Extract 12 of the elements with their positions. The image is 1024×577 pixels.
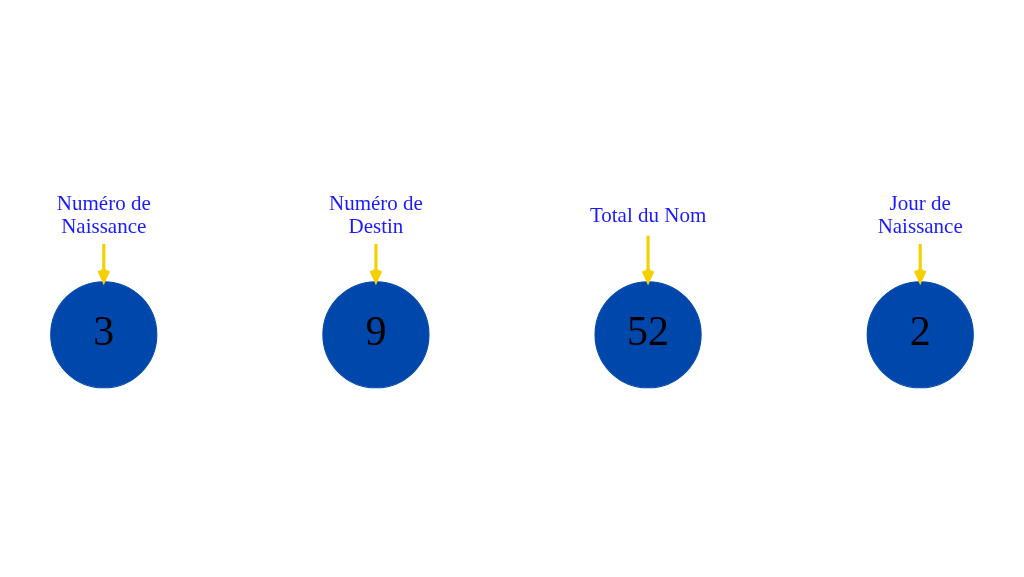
arrow xyxy=(369,243,383,283)
node-circle: 52 xyxy=(594,281,702,389)
node-circle: 2 xyxy=(866,281,974,389)
node-circle: 3 xyxy=(50,281,158,389)
arrow xyxy=(913,243,927,283)
arrow xyxy=(97,243,111,283)
node-text: Numéro de Naissance xyxy=(56,191,151,239)
node-text: Numéro de Destin xyxy=(328,191,423,239)
arrow xyxy=(641,235,655,284)
node-text: Jour de Naissance xyxy=(877,191,963,239)
node-text: Total du Nom xyxy=(589,202,707,227)
node-circle: 9 xyxy=(322,281,430,389)
